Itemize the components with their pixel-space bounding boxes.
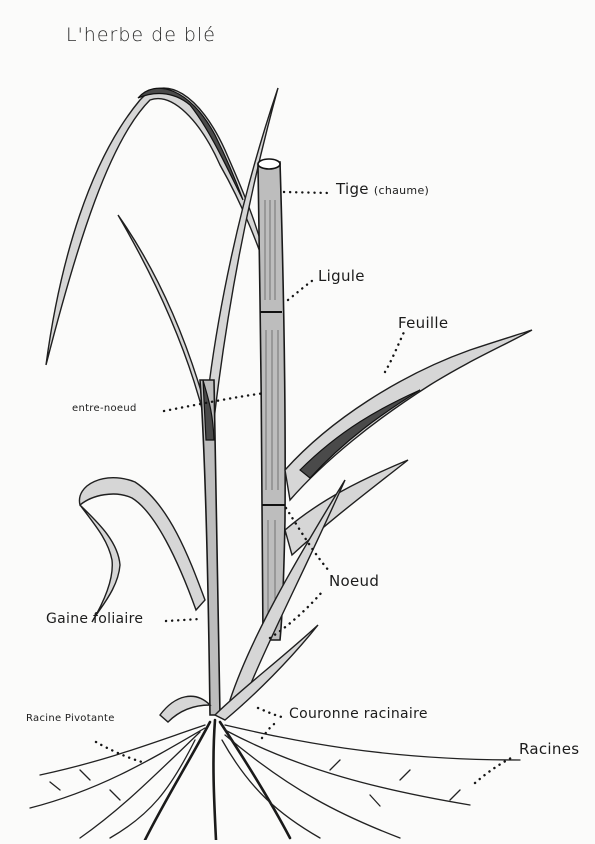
right-long-leaf [285, 330, 532, 500]
left-thin-leaf [118, 215, 212, 430]
label-racines: Racines [519, 740, 579, 758]
base-tiller-2 [160, 696, 210, 722]
stem-top [258, 159, 280, 169]
label-feuille: Feuille [398, 314, 448, 332]
leader-gaine [166, 619, 200, 621]
leader-feuille [385, 332, 404, 372]
label-entre-noeud: entre-noeud [72, 403, 137, 414]
leader-couronne [258, 708, 286, 718]
roots [30, 720, 520, 840]
diagonal-leaf [230, 480, 345, 705]
diagram-title: L'herbe de blé [66, 24, 216, 46]
label-couronne-racinaire: Couronne racinaire [289, 706, 428, 722]
label-racine-pivotante: Racine Pivotante [26, 713, 115, 724]
stem [258, 162, 285, 640]
leader-lines [96, 192, 515, 783]
label-noeud: Noeud [329, 572, 379, 590]
label-tige-sub: (chaume) [374, 184, 429, 197]
label-tige: Tige (chaume) [336, 180, 429, 198]
leader-tige [284, 192, 330, 193]
label-tige-main: Tige [336, 180, 369, 198]
label-ligule: Ligule [318, 267, 365, 285]
curled-leaf-tip [80, 505, 120, 622]
arching-leaf-shade [138, 88, 243, 200]
curled-leaf [79, 478, 205, 610]
leader-ligule [288, 278, 316, 300]
label-gaine-foliaire: Gaine foliaire [46, 611, 143, 627]
